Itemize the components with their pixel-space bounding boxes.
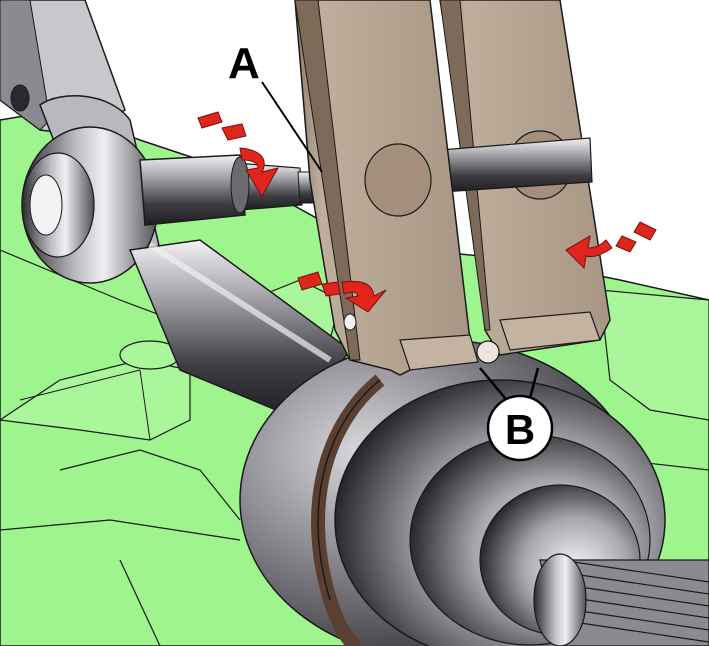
force-arrow-top: [197, 111, 280, 197]
ball-joint-body: [21, 126, 159, 284]
callout-b-label: B: [505, 406, 535, 453]
callout-a-label: A: [228, 39, 260, 88]
ball-joint-separator-tool: [294, 0, 611, 376]
callout-b: B: [479, 367, 554, 462]
force-arrow-left-jaw: [297, 271, 387, 313]
splined-axle: [533, 553, 709, 646]
callout-a: A: [228, 39, 323, 173]
force-arrow-right-jaw: [565, 221, 657, 270]
